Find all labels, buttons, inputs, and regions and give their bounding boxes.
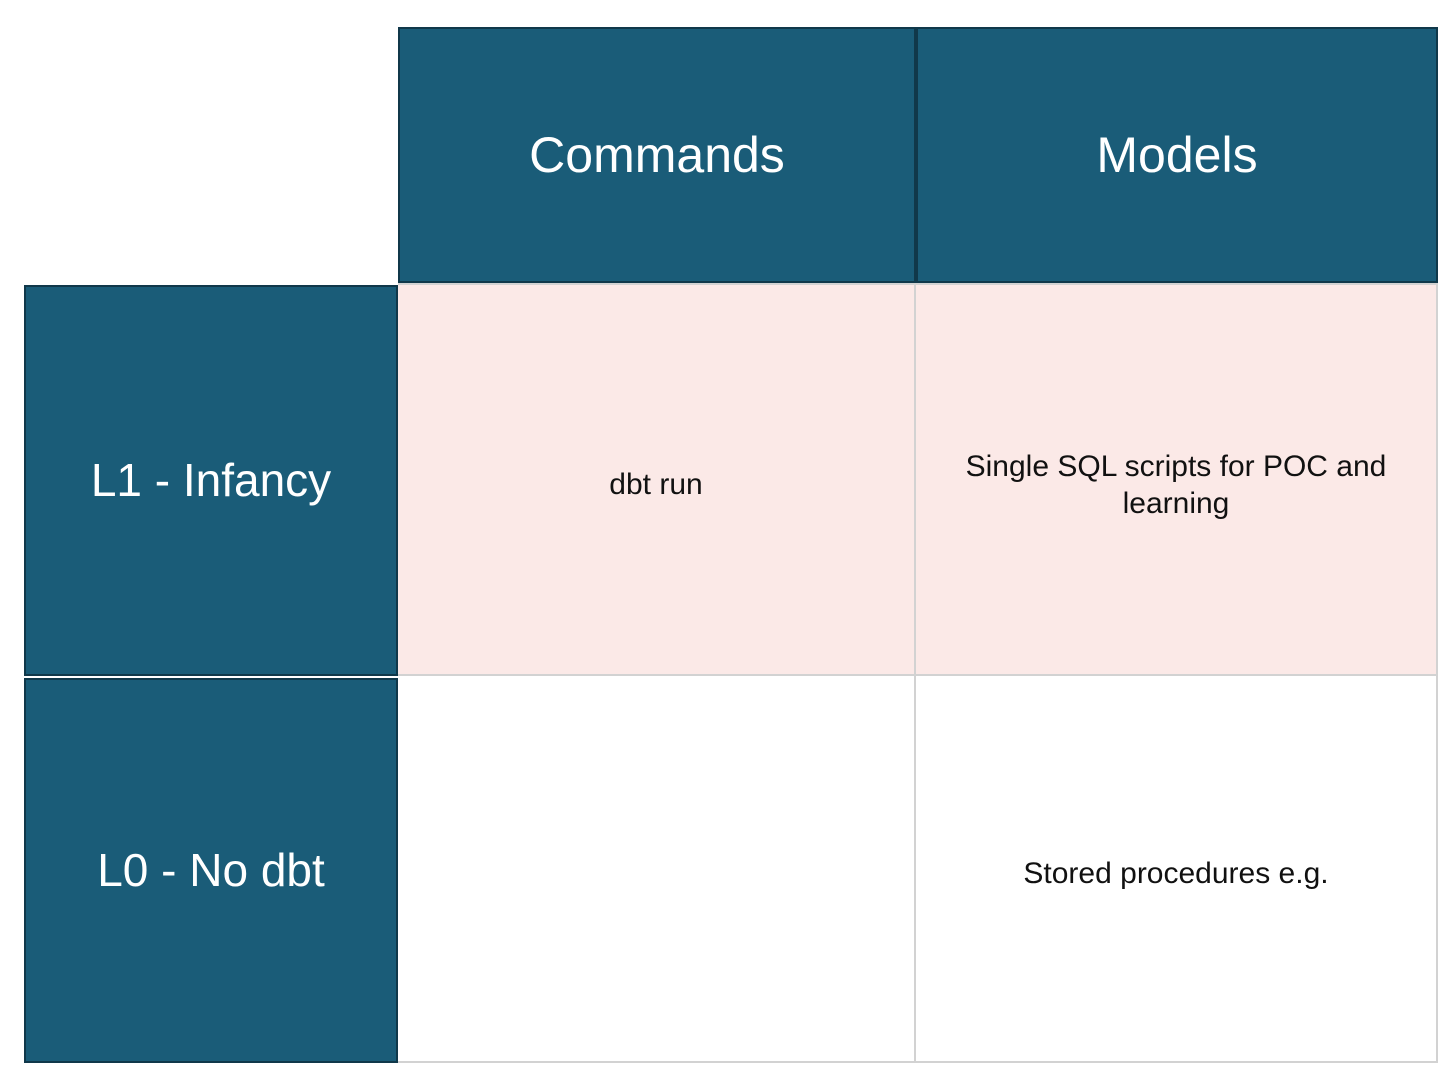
row-header-l1-infancy: L1 - Infancy — [24, 285, 398, 676]
table-cell-l1-commands: dbt run — [398, 285, 916, 676]
table-corner-cell — [24, 27, 398, 283]
table-cell-l0-commands — [398, 676, 916, 1063]
row-header-l0-label: L0 - No dbt — [97, 844, 325, 897]
column-header-models: Models — [916, 27, 1438, 283]
row-header-l0-no-dbt: L0 - No dbt — [24, 678, 398, 1063]
column-header-models-label: Models — [1096, 126, 1258, 183]
table-cell-l1-commands-text: dbt run — [609, 468, 703, 502]
table-cell-l0-models: Stored procedures e.g. — [916, 676, 1438, 1063]
column-header-commands: Commands — [398, 27, 916, 283]
table-cell-l0-models-text: Stored procedures e.g. — [1023, 857, 1329, 891]
table-cell-l1-models: Single SQL scripts for POC and learning — [916, 285, 1438, 676]
grid-divider-top — [398, 283, 1438, 285]
row-header-l1-label: L1 - Infancy — [90, 454, 332, 507]
table-cell-l1-models-text: Single SQL scripts for POC and learning — [965, 449, 1387, 520]
column-header-commands-label: Commands — [529, 126, 785, 183]
